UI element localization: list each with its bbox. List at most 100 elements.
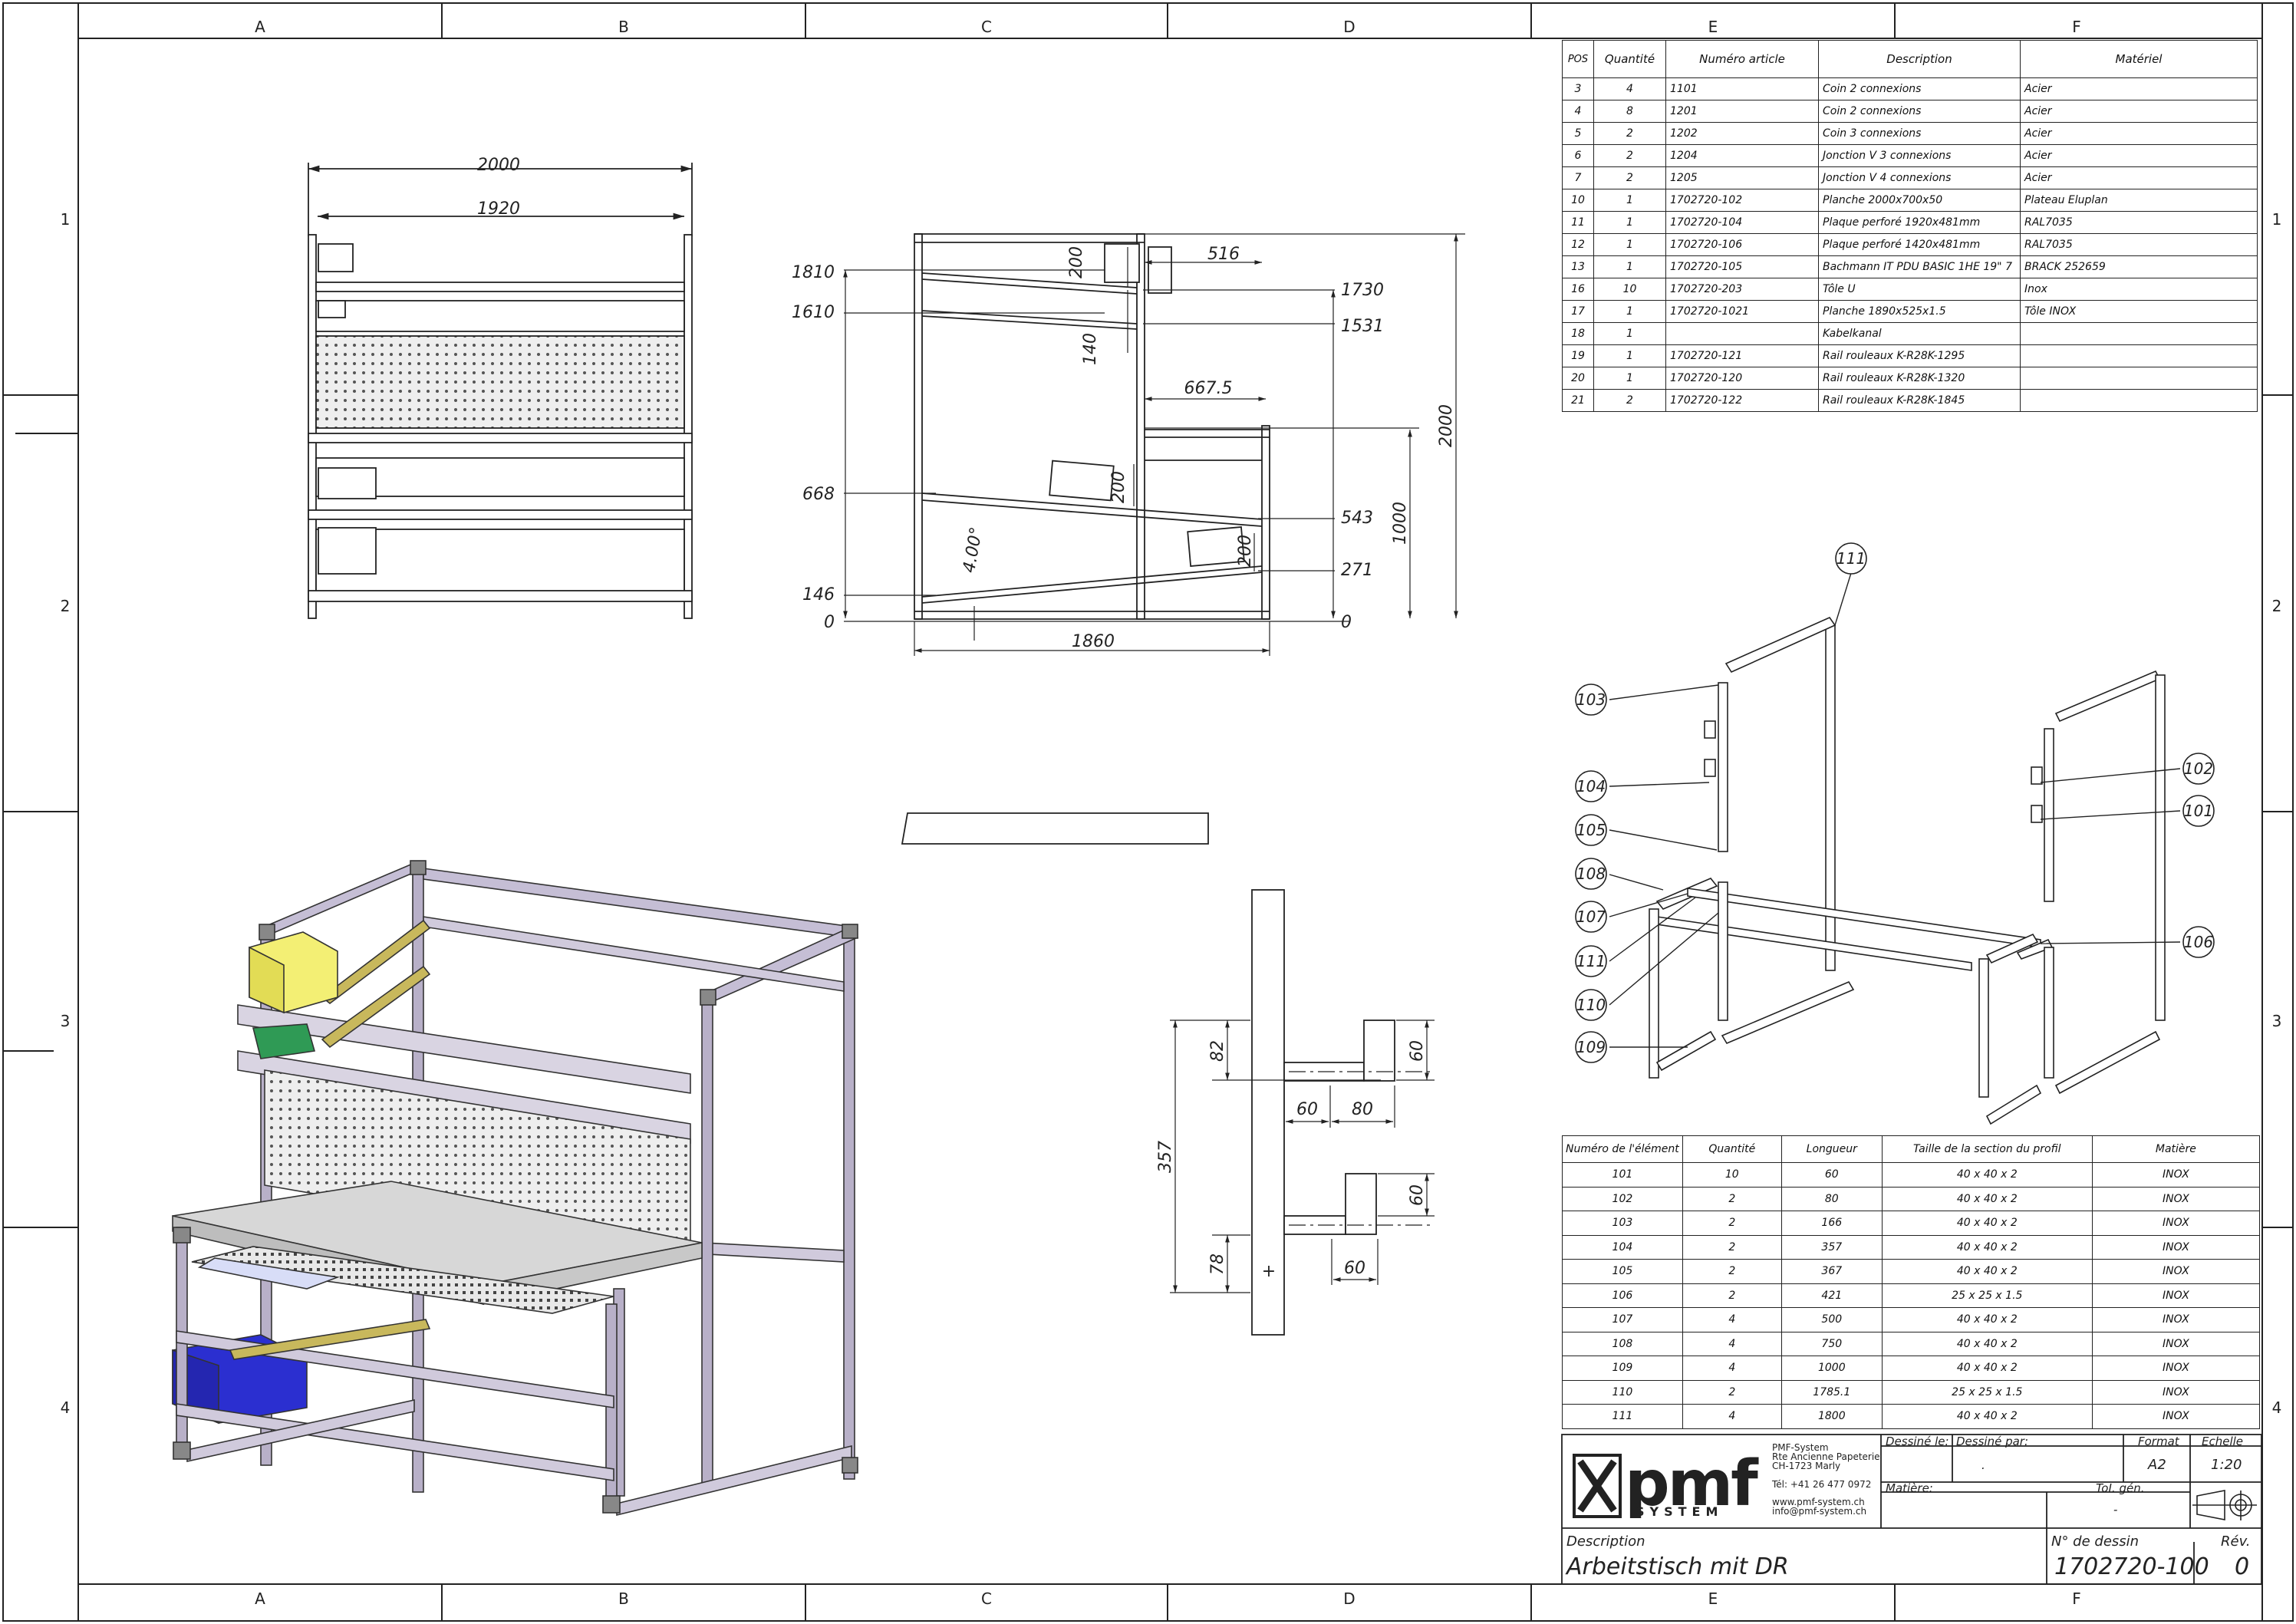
detail-view-dims: 82 60 60 80 357 60 78 60 + bbox=[1156, 1040, 1427, 1281]
bom-row-cell bbox=[1665, 322, 1819, 345]
bom-row-cell: 6 bbox=[1562, 144, 1594, 167]
balloon-text: 111 bbox=[1836, 549, 1866, 568]
balloon: 111 bbox=[1575, 945, 1607, 977]
bom-row-cell: 1 bbox=[1593, 322, 1666, 345]
bom-header: Quantité bbox=[1593, 40, 1666, 78]
dim-text: 0 bbox=[1341, 613, 1352, 632]
parts-row-cell: INOX bbox=[2091, 1234, 2261, 1260]
leader-lines bbox=[1609, 572, 2181, 1048]
parts-row-cell: 40 x 40 x 2 bbox=[1881, 1307, 2093, 1332]
drawing-number-value: 1702720-100 bbox=[2054, 1553, 2209, 1580]
title-block-fields: Dessiné le: Dessiné par: . Format A2 Ech… bbox=[1565, 1435, 2251, 1580]
balloon: 109 bbox=[1575, 1031, 1607, 1063]
bom-row-cell: Rail rouleaux K-R28K-1320 bbox=[1818, 367, 2021, 390]
bom-row-cell: RAL7035 bbox=[2020, 211, 2258, 234]
bom-row-cell: 4 bbox=[1593, 77, 1666, 100]
parts-row-cell: 111 bbox=[1562, 1404, 1683, 1429]
bom-row-cell: Rail rouleaux K-R28K-1295 bbox=[1818, 344, 2021, 367]
balloon: 105 bbox=[1575, 814, 1607, 846]
parts-row-cell: 2 bbox=[1682, 1379, 1782, 1405]
dim-text: 1920 bbox=[477, 199, 520, 219]
bom-row-cell: 1702720-104 bbox=[1665, 211, 1819, 234]
bom-row-cell: Jonction V 3 connexions bbox=[1818, 144, 2021, 167]
balloon-text: 108 bbox=[1576, 865, 1606, 883]
dim-text: 543 bbox=[1341, 509, 1373, 528]
dim-text: 1730 bbox=[1341, 281, 1384, 300]
description-value: Arbeitstisch mit DR bbox=[1565, 1553, 1789, 1580]
exploded-view bbox=[1649, 617, 2166, 1125]
scale-label: Echelle bbox=[2202, 1435, 2243, 1448]
balloon-text: 103 bbox=[1576, 690, 1606, 709]
projection-symbol-icon bbox=[2192, 1490, 2257, 1520]
bom-row-cell: 1702720-120 bbox=[1665, 367, 1819, 390]
format-value: A2 bbox=[2147, 1457, 2166, 1473]
company-web: www.pmf-system.ch bbox=[1772, 1497, 1865, 1507]
parts-row-cell: 2 bbox=[1682, 1211, 1782, 1236]
parts-header-row: Numéro de l'élément Quantité Longueur Ta… bbox=[1562, 1135, 2261, 1163]
dim-text: 0 bbox=[824, 613, 835, 632]
row-label: 2 bbox=[61, 597, 71, 615]
dim-text: 200 bbox=[1109, 471, 1128, 503]
parts-row-cell: INOX bbox=[2091, 1186, 2261, 1211]
bom-row-cell: 1 bbox=[1593, 367, 1666, 390]
bom-row-cell: Plaque perforé 1420x481mm bbox=[1818, 233, 2021, 256]
dim-text: 78 bbox=[1208, 1253, 1227, 1275]
bom-row-cell: Tôle INOX bbox=[2020, 300, 2258, 323]
bom-row-cell: 17 bbox=[1562, 300, 1594, 323]
bom-row-cell: 1 bbox=[1593, 189, 1666, 212]
label-box bbox=[901, 812, 1209, 845]
dim-text: 2000 bbox=[1437, 404, 1456, 447]
bom-row-cell: 1 bbox=[1593, 255, 1666, 278]
parts-row-cell: 104 bbox=[1562, 1234, 1683, 1260]
bom-row-cell: 1205 bbox=[1665, 166, 1819, 189]
dim-text: 271 bbox=[1341, 561, 1373, 580]
parts-row-cell: 110 bbox=[1562, 1379, 1683, 1405]
bom-row-cell: 20 bbox=[1562, 367, 1594, 390]
tolerance-label: ToI. gén. bbox=[2096, 1481, 2144, 1495]
balloon-text: 104 bbox=[1576, 777, 1606, 796]
col-label: D bbox=[1343, 1589, 1355, 1608]
parts-header: Quantité bbox=[1682, 1135, 1782, 1163]
center-mark: + bbox=[1262, 1262, 1276, 1281]
bom-row-cell: 1702720-1021 bbox=[1665, 300, 1819, 323]
bom-row-cell: 2 bbox=[1593, 389, 1666, 412]
parts-row-cell: INOX bbox=[2091, 1259, 2261, 1284]
bom-row-cell: 8 bbox=[1593, 100, 1666, 123]
balloon-text: 110 bbox=[1576, 996, 1606, 1014]
balloon: 103 bbox=[1575, 684, 1607, 716]
bom-row-cell: 18 bbox=[1562, 322, 1594, 345]
dim-text: 82 bbox=[1208, 1040, 1227, 1062]
bom-row-cell: Acier bbox=[2020, 77, 2258, 100]
bom-row-cell: 1702720-203 bbox=[1665, 278, 1819, 301]
col-label: E bbox=[1708, 18, 1718, 36]
bom-row-cell: 1702720-105 bbox=[1665, 255, 1819, 278]
drawn-by-value: . bbox=[1981, 1458, 1985, 1472]
dim-text: 146 bbox=[802, 585, 835, 604]
pmf-logo: pmf SYSTEM bbox=[1573, 1448, 1761, 1520]
parts-row-cell: 2 bbox=[1682, 1234, 1782, 1260]
revision-value: 0 bbox=[2235, 1553, 2249, 1580]
iso-render bbox=[172, 860, 859, 1517]
parts-row-cell: 4 bbox=[1682, 1331, 1782, 1356]
bom-row-cell: Acier bbox=[2020, 122, 2258, 145]
dim-text: 60 bbox=[1408, 1184, 1427, 1206]
balloon: 110 bbox=[1575, 989, 1607, 1021]
parts-row-cell: 2 bbox=[1682, 1186, 1782, 1211]
parts-row-cell: 107 bbox=[1562, 1307, 1683, 1332]
drawing-number-label: N° de dessin bbox=[2051, 1533, 2139, 1550]
col-label: A bbox=[255, 1589, 265, 1608]
balloon-text: 111 bbox=[1576, 952, 1606, 970]
detail-view bbox=[1170, 889, 1435, 1336]
balloon-text: 105 bbox=[1576, 821, 1606, 839]
dim-text: 667.5 bbox=[1184, 379, 1233, 398]
bom-row-cell: 5 bbox=[1562, 122, 1594, 145]
